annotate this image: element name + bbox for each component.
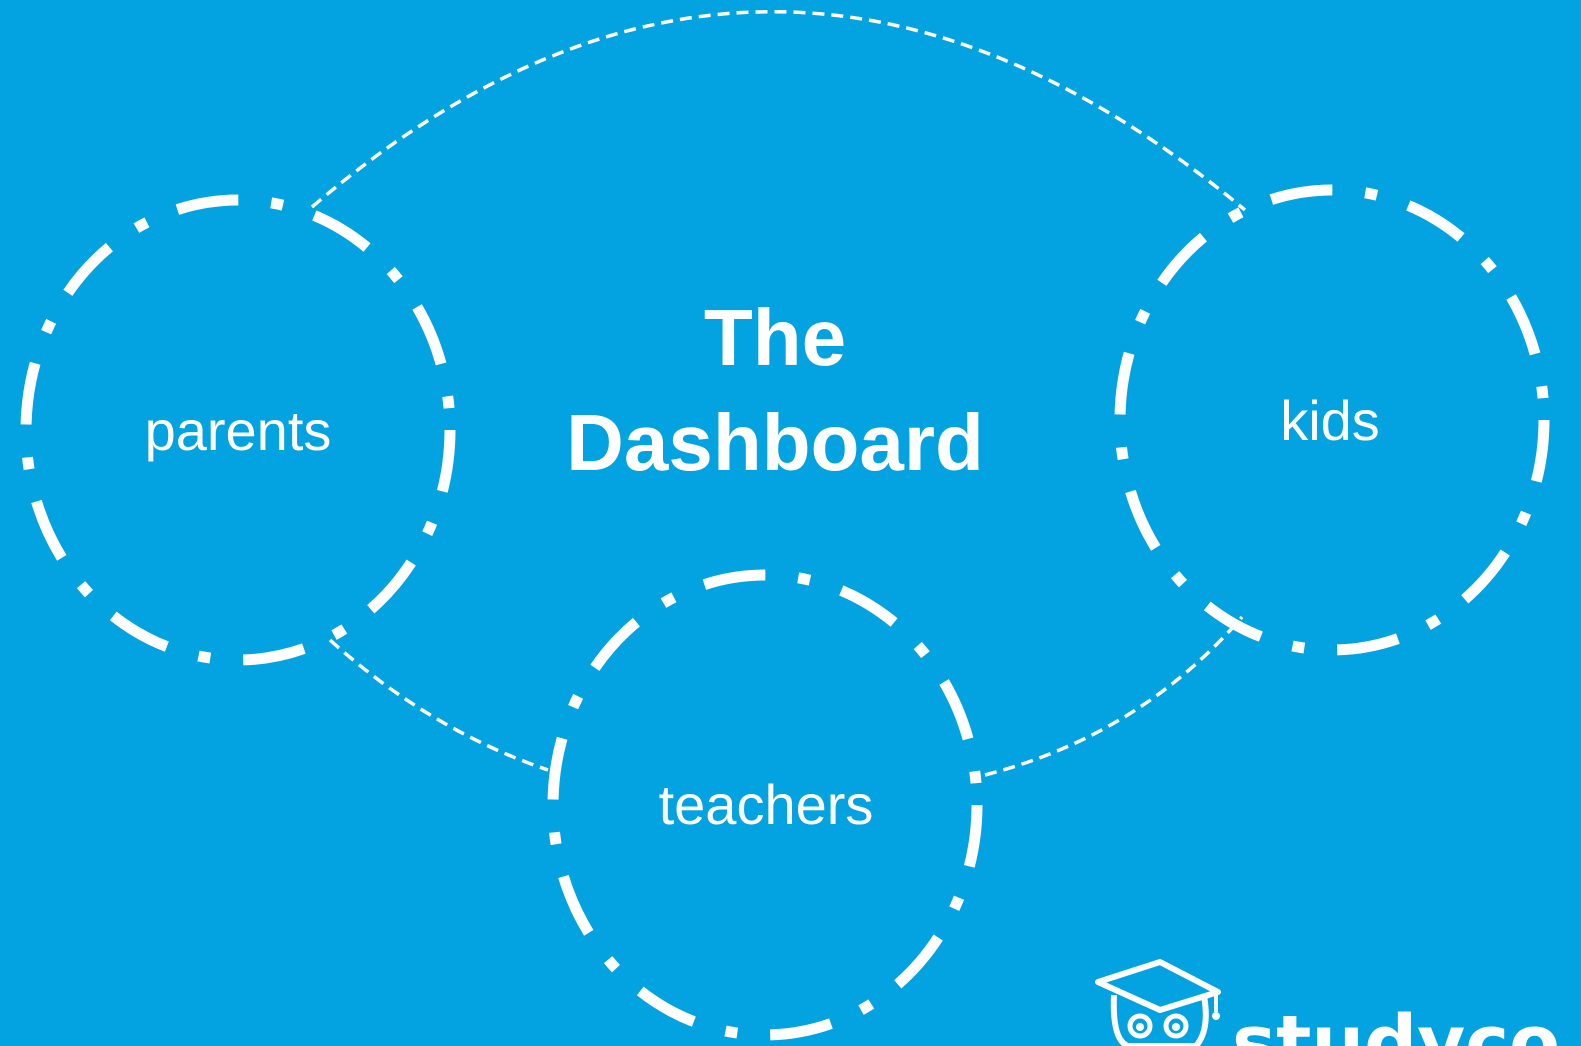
diagram-title-line-1: The <box>704 293 846 382</box>
parents-label: parents <box>145 399 332 462</box>
teachers-label: teachers <box>659 773 874 836</box>
teachers-node-ring <box>547 569 983 1041</box>
kids-label: kids <box>1280 389 1380 452</box>
parents-node-ring <box>20 194 456 666</box>
link-teachers-kids <box>984 615 1244 777</box>
link-parents-teachers <box>328 638 549 772</box>
brand-logo-text: studyco <box>1232 1000 1560 1046</box>
diagram-title-line-2: Dashboard <box>566 398 984 487</box>
owl-graduation-cap-icon <box>1095 959 1221 1046</box>
kids-node-ring <box>1114 184 1550 656</box>
link-parents-kids <box>310 10 1247 212</box>
